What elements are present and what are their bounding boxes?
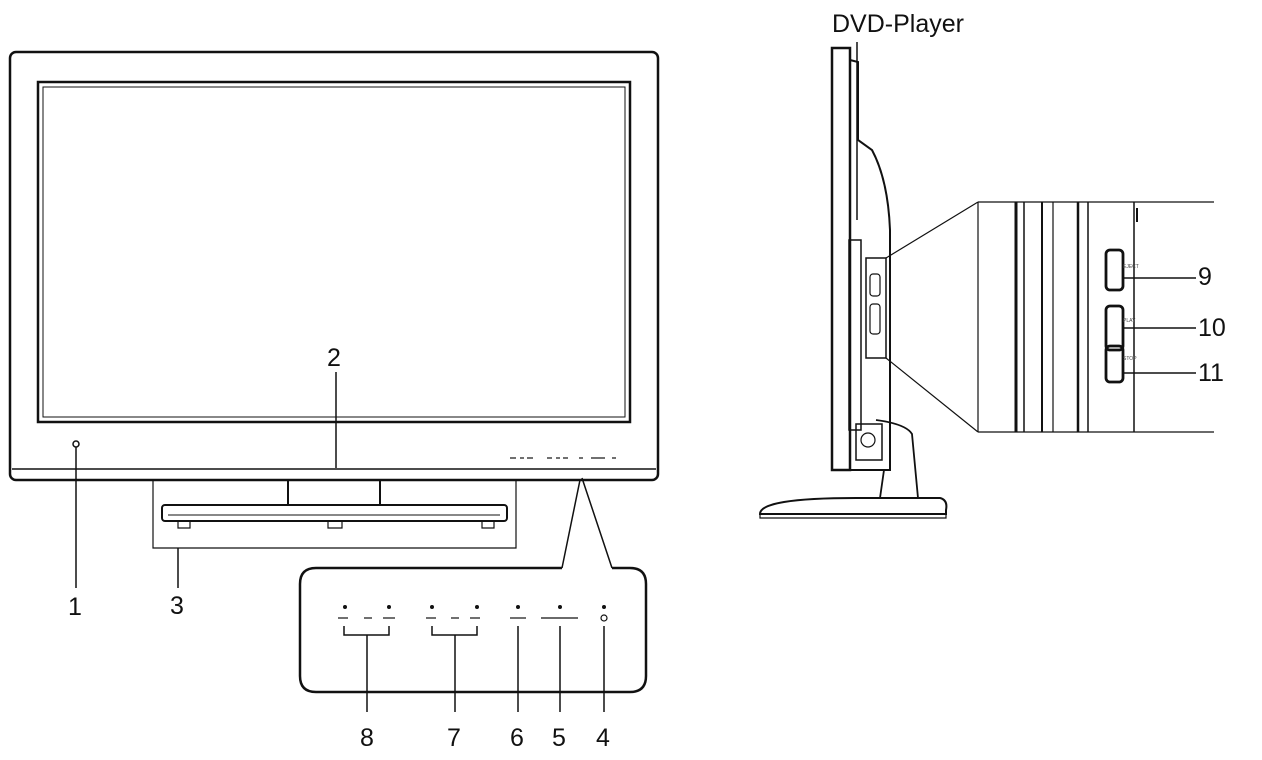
callout-10: 10: [1198, 314, 1226, 342]
power-socket: [855, 423, 883, 461]
play-button: [1104, 304, 1125, 352]
side-back: [849, 59, 891, 471]
front-view: [8, 50, 660, 712]
side-view: EJECT PLAY STOP: [758, 42, 1214, 519]
side-zoom-bottom: [885, 357, 979, 433]
dvd-player-label: DVD-Player: [832, 10, 964, 38]
callout-1: 1: [68, 593, 82, 621]
bracket-7: [431, 626, 478, 712]
ir-sensor: [72, 440, 80, 448]
side-zoom-top: [885, 201, 979, 259]
callout-4: 4: [596, 724, 610, 752]
callout-8: 8: [360, 724, 374, 752]
tv-bezel: [8, 50, 660, 482]
callout-5: 5: [552, 724, 566, 752]
callout-6: 6: [510, 724, 524, 752]
bracket-8: [343, 626, 390, 712]
svg-text:STOP: STOP: [1123, 356, 1137, 362]
stand-base: [161, 504, 508, 522]
stop-button: [1104, 344, 1125, 384]
callout-3: 3: [170, 592, 184, 620]
callout-2: 2: [327, 344, 341, 372]
side-stand-neck: [875, 419, 919, 499]
tv-screen: [36, 80, 632, 424]
svg-text:PLAY: PLAY: [1123, 318, 1136, 324]
side-body: [830, 46, 852, 472]
callout-11: 11: [1198, 359, 1224, 387]
side-zoom-box: [977, 201, 1214, 433]
stand-neck: [287, 480, 381, 505]
callout-7: 7: [447, 724, 461, 752]
dvd-slot: [848, 239, 862, 431]
zoom-panel-controls: [338, 614, 608, 622]
zoom-wedge: [561, 477, 613, 569]
eject-button: [1104, 248, 1125, 292]
tv-screen-inner: [42, 86, 626, 418]
side-stand-base: [758, 497, 948, 515]
stand-box: [152, 480, 517, 549]
svg-text:EJECT: EJECT: [1123, 264, 1139, 270]
zoom-panel: [298, 566, 648, 694]
side-button-module: [865, 257, 887, 359]
callout-9: 9: [1198, 263, 1212, 291]
